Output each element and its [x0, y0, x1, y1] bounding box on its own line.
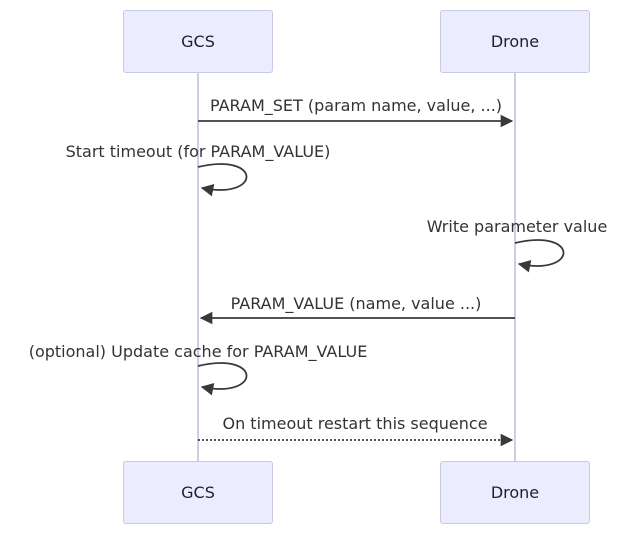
- self-loop-update-cache: [197, 362, 248, 396]
- self-loop-start-timeout: [197, 163, 248, 197]
- actor-label-drone: Drone: [490, 32, 540, 51]
- message-label-param-value: PARAM_VALUE (name, value ...): [230, 294, 482, 313]
- actor-label-drone: Drone: [490, 483, 540, 502]
- message-label-start-timeout: Start timeout (for PARAM_VALUE): [65, 142, 331, 161]
- message-label-update-cache: (optional) Update cache for PARAM_VALUE: [28, 342, 368, 361]
- actor-label-gcs: GCS: [181, 32, 215, 51]
- actor-box-gcs-bottom: GCS: [123, 461, 273, 524]
- message-label-write-parameter: Write parameter value: [426, 217, 608, 236]
- message-label-timeout-restart: On timeout restart this sequence: [222, 414, 488, 433]
- actor-label-gcs: GCS: [181, 483, 215, 502]
- actor-box-drone-bottom: Drone: [440, 461, 590, 524]
- actor-box-gcs-top: GCS: [123, 10, 273, 73]
- actor-box-drone-top: Drone: [440, 10, 590, 73]
- message-label-param-set: PARAM_SET (param name, value, ...): [209, 96, 503, 115]
- self-loop-write-parameter: [514, 239, 565, 273]
